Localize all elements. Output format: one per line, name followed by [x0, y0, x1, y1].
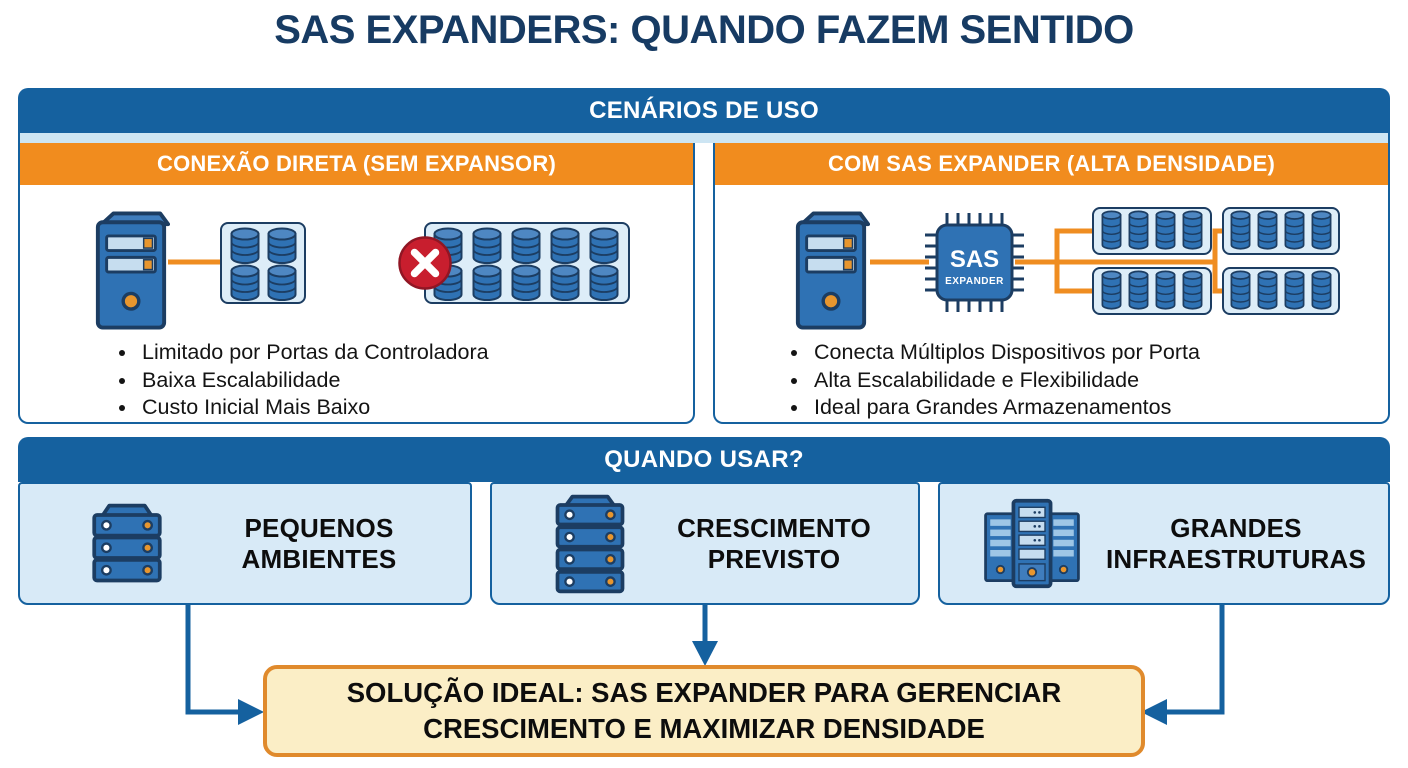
direct-connection-header: CONEXÃO DIRETA (SEM EXPANSOR): [20, 143, 693, 185]
server-tower-icon: [792, 210, 870, 332]
card-label: GRANDES INFRAESTRUTURAS: [1105, 512, 1367, 574]
server-racks-icon: [980, 495, 1084, 592]
disk-array-2x2-icon: [220, 222, 306, 304]
server-stack-3-icon: [86, 500, 168, 588]
direct-connection-bullets: Limitado por Portas da Controladora Baix…: [138, 339, 693, 422]
scenarios-header: CENÁRIOS DE USO: [18, 88, 1390, 133]
card-large-infrastructures: GRANDES INFRAESTRUTURAS: [938, 482, 1390, 605]
arrow-right-icon: [238, 699, 264, 725]
when-to-use-section: QUANDO USAR? PEQUENOS AMBIENTES CRESCIME…: [18, 437, 1390, 605]
conclusion-area: SOLUÇÃO IDEAL: SAS EXPANDER PARA GERENCI…: [0, 605, 1408, 768]
sas-expander-diagram: SAS EXPANDER: [715, 185, 1388, 335]
bullet-item: Alta Escalabilidade e Flexibilidade: [810, 367, 1388, 395]
page-title: SAS EXPANDERS: QUANDO FAZEM SENTIDO: [274, 8, 1134, 52]
bullet-item: Ideal para Grandes Armazenamentos: [810, 394, 1388, 422]
ideal-solution-banner: SOLUÇÃO IDEAL: SAS EXPANDER PARA GERENCI…: [263, 665, 1145, 757]
card-small-environments: PEQUENOS AMBIENTES: [18, 482, 472, 605]
disk-array-icon: [1222, 207, 1340, 255]
bullet-item: Conecta Múltiplos Dispositivos por Porta: [810, 339, 1388, 367]
sas-expander-chip-icon: SAS EXPANDER: [925, 213, 1024, 312]
flow-arrows: [185, 605, 1225, 725]
cable-line: [168, 259, 224, 265]
cable-lines: [870, 228, 1222, 294]
scenarios-section: CENÁRIOS DE USO CONEXÃO DIRETA (SEM EXPA…: [18, 88, 1390, 424]
panel-direct-connection: CONEXÃO DIRETA (SEM EXPANSOR): [18, 143, 695, 424]
blocked-icon: [398, 236, 452, 290]
disk-array-icon: [1222, 267, 1340, 315]
disk-array-icon: [1092, 267, 1212, 315]
bullet-item: Baixa Escalabilidade: [138, 367, 693, 395]
direct-connection-diagram: [20, 185, 693, 335]
bullet-item: Custo Inicial Mais Baixo: [138, 394, 693, 422]
disk-array-5x2-icon: [424, 222, 630, 304]
sas-expander-bullets: Conecta Múltiplos Dispositivos por Porta…: [810, 339, 1388, 422]
server-stack-4-icon: [550, 492, 630, 596]
panel-sas-expander: COM SAS EXPANDER (ALTA DENSIDADE): [713, 143, 1390, 424]
card-expected-growth: CRESCIMENTO PREVISTO: [490, 482, 920, 605]
server-tower-icon: [92, 210, 170, 332]
card-label: PEQUENOS AMBIENTES: [241, 512, 397, 574]
scenarios-divider-strip: [18, 133, 1390, 143]
chip-sublabel: EXPANDER: [945, 276, 1004, 287]
arrow-down-icon: [692, 641, 718, 666]
when-to-use-header: QUANDO USAR?: [18, 437, 1390, 482]
disk-array-icon: [1092, 207, 1212, 255]
card-label: CRESCIMENTO PREVISTO: [677, 512, 871, 574]
sas-expander-header: COM SAS EXPANDER (ALTA DENSIDADE): [715, 143, 1388, 185]
arrow-left-icon: [1141, 699, 1167, 725]
chip-label: SAS: [950, 246, 999, 273]
bullet-item: Limitado por Portas da Controladora: [138, 339, 693, 367]
